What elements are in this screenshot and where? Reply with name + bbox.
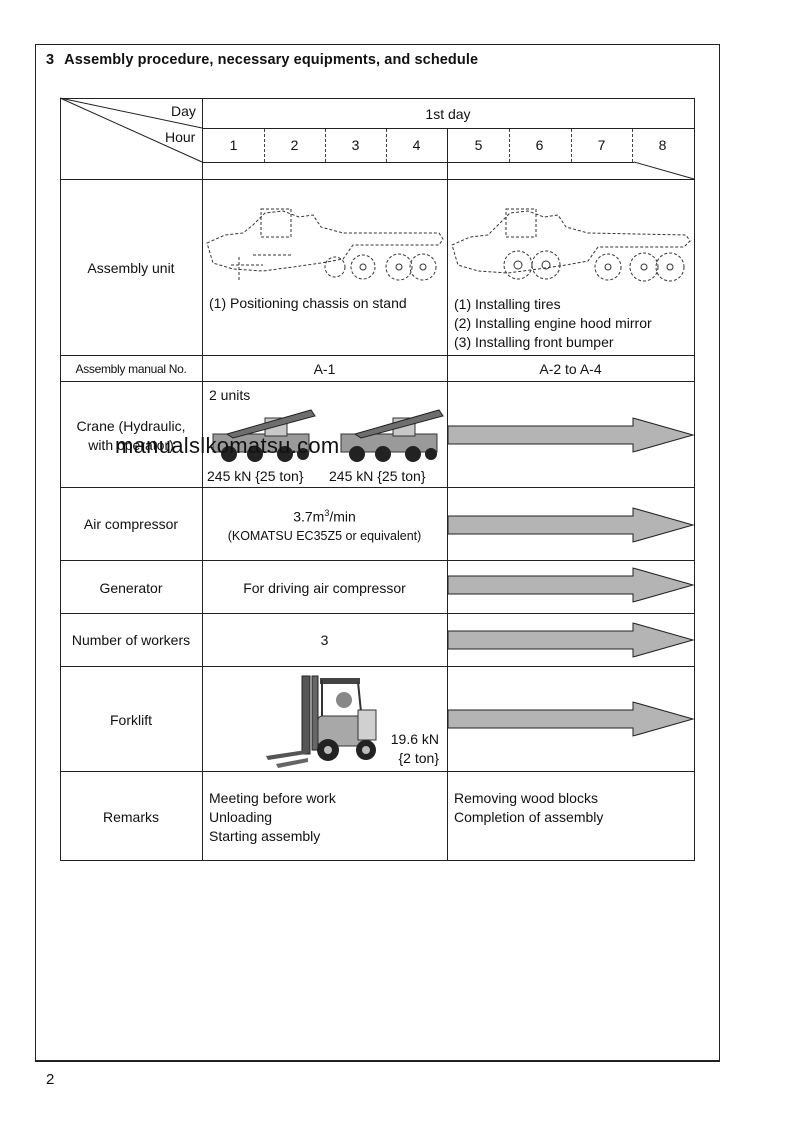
header-diagonal xyxy=(59,97,695,180)
continuation-arrow xyxy=(447,701,694,737)
remark-item: Meeting before work xyxy=(209,790,336,806)
row-label-remarks: Remarks xyxy=(102,809,159,825)
forklift-capacity-line1: 19.6 kN xyxy=(390,731,439,747)
crane-label-line1: Crane (Hydraulic, xyxy=(76,418,186,434)
generator-value: For driving air compressor xyxy=(243,580,406,596)
remark-item: Starting assembly xyxy=(209,828,321,844)
hour-label: Hour xyxy=(165,129,196,145)
hour-cell: 1 xyxy=(229,137,238,153)
page-frame xyxy=(35,44,720,1062)
crane-images xyxy=(212,409,444,462)
remark-item: Completion of assembly xyxy=(454,809,604,825)
row-label-air-compressor: Air compressor xyxy=(83,516,179,532)
hour-cell: 8 xyxy=(658,137,667,153)
row-label-assembly-unit: Assembly unit xyxy=(87,260,175,276)
crane-capacity: 245 kN {25 ton} xyxy=(329,468,426,484)
remarks-left: Meeting before work Unloading Starting a… xyxy=(209,789,336,846)
manual-right: A-2 to A-4 xyxy=(539,361,602,377)
section-number: 3 xyxy=(46,52,55,68)
spec-main: 3.7m xyxy=(293,508,325,525)
spec-sup: 3 xyxy=(324,508,330,518)
crane-capacity: 245 kN {25 ton} xyxy=(207,468,304,484)
page-number: 2 xyxy=(46,1071,55,1088)
crane-units: 2 units xyxy=(209,387,251,403)
hour-cell: 2 xyxy=(290,137,299,153)
continuation-arrow xyxy=(447,622,694,658)
hour-cell: 6 xyxy=(535,137,544,153)
assembly-step: (2) Installing engine hood mirror xyxy=(454,315,652,331)
row-label-manual: Assembly manual No. xyxy=(75,362,187,376)
remark-item: Removing wood blocks xyxy=(454,790,598,806)
hour-cell: 5 xyxy=(474,137,483,153)
forklift-icon xyxy=(266,675,377,768)
remark-item: Unloading xyxy=(209,809,273,825)
assembly-steps-right: (1) Installing tires (2) Installing engi… xyxy=(454,295,652,352)
hour-cell: 3 xyxy=(351,137,360,153)
hour-cell: 4 xyxy=(412,137,421,153)
continuation-arrow xyxy=(447,567,694,603)
chassis-drawing xyxy=(206,208,444,281)
crane-icon xyxy=(340,409,444,462)
air-compressor-note: (KOMATSU EC35Z5 or equivalent) xyxy=(227,529,422,543)
workers-value: 3 xyxy=(320,632,329,648)
day-value: 1st day xyxy=(425,106,471,122)
machine-drawing xyxy=(451,208,691,282)
continuation-arrow xyxy=(447,507,694,543)
row-label-workers: Number of workers xyxy=(71,632,191,648)
assembly-step: (1) Installing tires xyxy=(454,296,561,312)
section-heading: 3 Assembly procedure, necessary equipment… xyxy=(46,52,478,68)
spec-unit: /min xyxy=(329,508,356,525)
forklift-capacity: 19.6 kN {2 ton} xyxy=(387,730,439,768)
hour-cell: 7 xyxy=(597,137,606,153)
day-label: Day xyxy=(171,103,196,119)
continuation-arrows xyxy=(447,417,694,737)
forklift-capacity-line2: {2 ton} xyxy=(398,750,440,766)
assembly-step: (3) Installing front bumper xyxy=(454,334,614,350)
row-label-forklift: Forklift xyxy=(110,712,152,728)
continuation-arrow xyxy=(447,417,694,453)
crane-label-line2: with operator) xyxy=(88,437,174,453)
air-compressor-spec: 3.7m3/min xyxy=(202,508,447,525)
row-label-crane: Crane (Hydraulic, with operator) xyxy=(60,417,202,455)
remarks-right: Removing wood blocks Completion of assem… xyxy=(454,789,603,827)
row-label-generator: Generator xyxy=(99,580,163,596)
assembly-step: (1) Positioning chassis on stand xyxy=(209,295,407,311)
section-title: Assembly procedure, necessary equipments… xyxy=(64,52,479,68)
watermark: manualslkomatsu.com xyxy=(115,433,340,458)
crane-icon xyxy=(212,409,316,462)
manual-left: A-1 xyxy=(313,361,336,377)
